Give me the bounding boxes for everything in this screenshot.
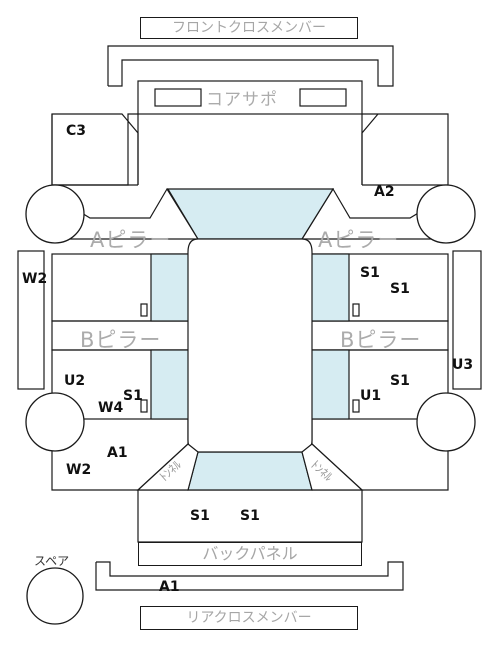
right-door-guard [452,250,482,390]
code-a1-rear: A1 [159,579,180,595]
code-a2: A2 [374,184,395,200]
left-door-guard [17,250,45,390]
code-c3: C3 [66,123,87,139]
left-floor-blue [150,253,191,322]
wheel-rear-left [25,392,85,452]
code-s1-trunk-right: S1 [240,508,260,524]
code-u1: U1 [360,388,382,404]
b-pillar-left-label: Bピラー [80,328,162,352]
wheel-rear-right [416,392,476,452]
front-cross-member-label: フロントクロスメンバー [140,17,358,39]
left-floor-blue-2 [150,349,191,420]
code-s1-r1: S1 [360,265,380,281]
a-pillar-left-label: Aピラー [90,228,172,252]
code-w2-left: W2 [22,271,48,287]
tunnel-right-panel [301,443,364,491]
rear-floor-blue [187,451,313,491]
core-support-frame [137,80,363,115]
spare-tire [26,567,84,625]
code-w4: W4 [98,400,124,416]
code-s1-lower-left: S1 [123,388,143,404]
rear-cross-member-bracket [95,561,404,591]
code-s1-lower-right: S1 [390,373,410,389]
wheel-front-left [25,184,85,244]
right-front-fender [362,113,449,186]
spare-label: スペア [34,554,70,568]
code-s1-trunk-left: S1 [190,508,210,524]
code-a1-mid: A1 [107,445,128,461]
code-u3: U3 [452,357,474,373]
core-support-label: コアサポ [206,90,278,110]
left-front-fender [51,113,139,186]
wheel-front-right [416,184,476,244]
code-w2-bottom: W2 [66,462,92,478]
b-pillar-right-label: Bピラー [340,328,422,352]
code-u2: U2 [64,373,86,389]
a-pillar-right-label: Aピラー [318,228,400,252]
tunnel-left-panel [136,443,199,491]
right-floor-blue [309,253,350,322]
right-floor-blue-2 [309,349,350,420]
rear-cross-member-label: リアクロスメンバー [140,606,358,630]
cabin-outline [187,238,313,453]
core-support-slot-right [299,88,347,107]
front-cross-member-bracket [107,45,394,87]
core-support-slot-left [154,88,202,107]
code-s1-r2: S1 [390,281,410,297]
back-panel-label: バックパネル [138,542,362,566]
